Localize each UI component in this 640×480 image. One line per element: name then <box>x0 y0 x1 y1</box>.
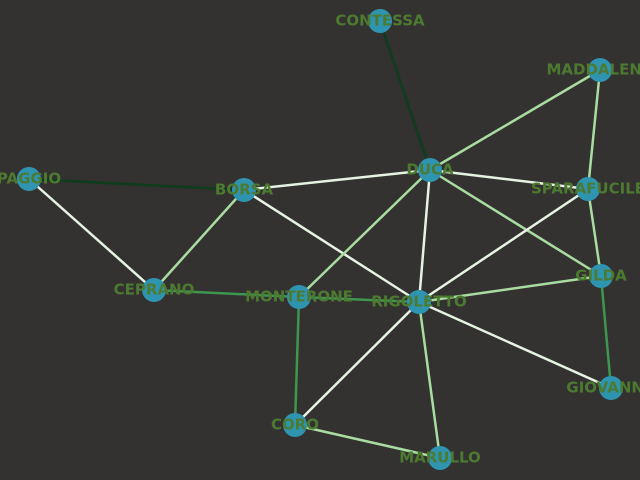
edge-paggio-borsa <box>27 177 246 192</box>
node-contessa[interactable] <box>368 9 392 33</box>
edge-coro-marullo <box>293 423 442 460</box>
node-coro[interactable] <box>283 413 307 437</box>
node-label-coro: CORO <box>271 416 319 434</box>
edge-borsa-rigoletto <box>242 188 421 304</box>
edge-rigoletto-marullo <box>417 300 442 460</box>
node-label-ceprano: CEPRANO <box>114 281 195 299</box>
edge-contessa-duca <box>378 19 432 172</box>
edge-ceprano-monterone <box>152 288 301 299</box>
node-label-monterone: MONTERONE <box>245 288 353 306</box>
node-label-marullo: MARULLO <box>399 449 481 467</box>
edge-borsa-ceprano <box>152 188 246 292</box>
node-borsa[interactable] <box>232 178 256 202</box>
node-marullo[interactable] <box>428 446 452 470</box>
node-gilda[interactable] <box>589 264 613 288</box>
edge-duca-maddalena <box>428 68 602 172</box>
edges-layer <box>27 19 613 460</box>
edge-maddalena-sparafucile <box>586 68 602 191</box>
node-label-sparafucile: SPARAFUCILE <box>531 180 640 198</box>
node-label-contessa: CONTESSA <box>335 12 425 30</box>
node-label-gilda: GILDA <box>575 267 627 285</box>
edge-rigoletto-coro <box>293 300 421 427</box>
node-paggio[interactable] <box>17 167 41 191</box>
nodes-layer <box>17 9 623 470</box>
node-label-borsa: BORSA <box>215 181 274 199</box>
edge-duca-gilda <box>428 168 603 278</box>
node-ceprano[interactable] <box>142 278 166 302</box>
node-sparafucile[interactable] <box>576 177 600 201</box>
node-label-duca: DUCA <box>406 161 454 179</box>
edge-monterone-rigoletto <box>297 295 421 304</box>
edge-paggio-ceprano <box>27 177 156 292</box>
node-maddalena[interactable] <box>588 58 612 82</box>
node-duca[interactable] <box>418 158 442 182</box>
edge-rigoletto-giovanna <box>417 300 613 390</box>
labels-layer: CONTESSA MADDALENA DUCA PAGGIO BORSA SPARAFUC… <box>0 12 640 467</box>
edge-duca-rigoletto <box>417 168 432 304</box>
edge-monterone-coro <box>293 295 301 427</box>
edge-gilda-giovanna <box>599 274 613 390</box>
node-giovanna[interactable] <box>599 376 623 400</box>
edge-sparafucile-rigoletto <box>417 187 590 304</box>
edge-gilda-rigoletto <box>417 274 603 304</box>
edge-sparafucile-gilda <box>586 187 603 278</box>
node-monterone[interactable] <box>287 285 311 309</box>
node-label-giovanna: GIOVANNA <box>566 379 640 397</box>
edge-borsa-duca <box>242 168 432 192</box>
node-label-rigoletto: RIGOLETTO <box>371 293 467 311</box>
node-rigoletto[interactable] <box>407 290 431 314</box>
node-label-paggio: PAGGIO <box>0 170 61 188</box>
edge-duca-sparafucile <box>428 168 590 191</box>
node-label-maddalena: MADDALENA <box>546 61 640 79</box>
edge-duca-monterone <box>297 168 432 299</box>
